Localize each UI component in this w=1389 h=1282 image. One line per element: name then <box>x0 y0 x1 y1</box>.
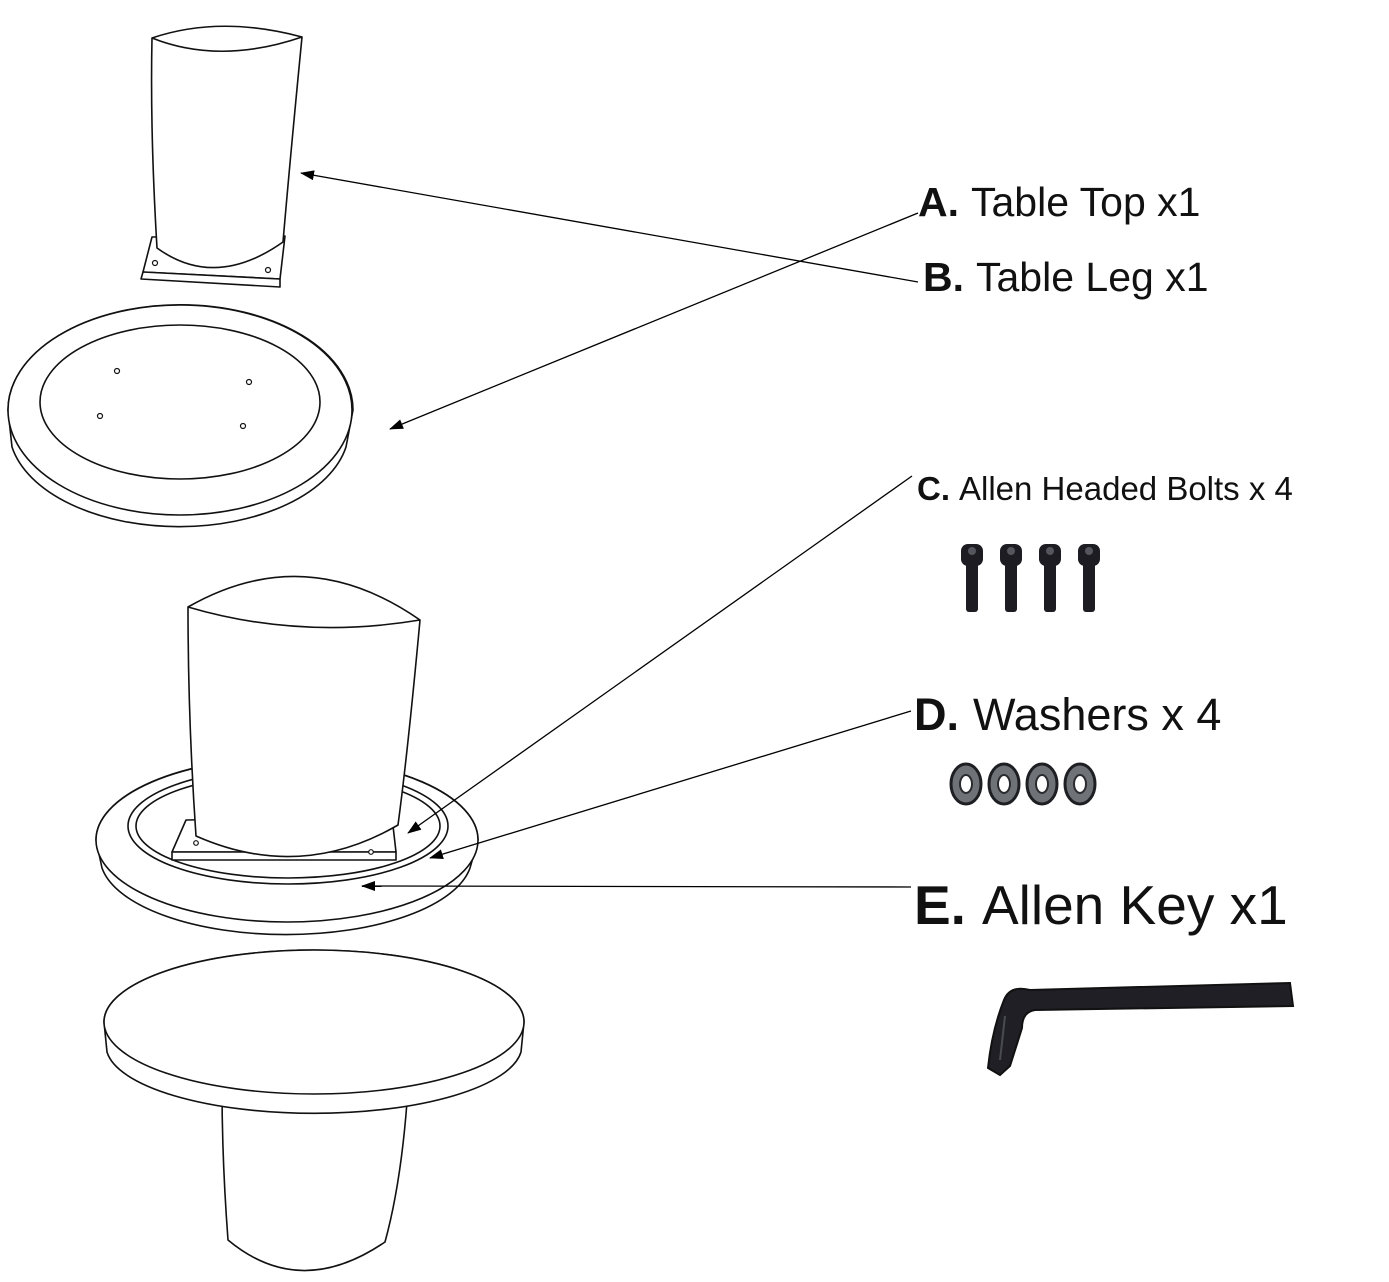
table-leg-drawing <box>140 25 303 288</box>
label-allen-key: E.Allen Key x1 <box>914 874 1288 936</box>
bolt-hole <box>239 422 247 430</box>
bolt-icon <box>1000 544 1022 612</box>
arrow-allen-key <box>361 881 912 892</box>
label-table-top: A.Table Top x1 <box>918 179 1200 225</box>
arrow-table-top <box>389 212 919 430</box>
table-top-drawing <box>7 303 354 528</box>
bolt-icon <box>1078 544 1100 612</box>
label-washers: D.Washers x 4 <box>914 689 1221 740</box>
bolt-icon <box>1039 544 1061 612</box>
arrow-bolts <box>407 475 913 834</box>
label-table-leg: B.Table Leg x1 <box>923 254 1209 300</box>
washer-icon <box>1063 762 1097 806</box>
washer-icon <box>987 762 1021 806</box>
arrow-table-leg <box>300 170 919 283</box>
washer-icon <box>1025 762 1059 806</box>
assembled-table-drawing <box>103 949 525 1272</box>
bolt-hole <box>96 412 104 420</box>
bolt-icon <box>961 544 983 612</box>
washer-group <box>949 762 1097 806</box>
assembled-leg-on-top-drawing <box>95 575 479 936</box>
arrow-washers <box>429 710 912 859</box>
bolt-hole <box>113 367 121 375</box>
bolt-hole <box>245 378 253 386</box>
bolt-group <box>961 544 1100 612</box>
allen-key-icon <box>986 981 1295 1077</box>
leader-lines <box>300 170 919 892</box>
washer-icon <box>949 762 983 806</box>
label-allen-bolts: C.Allen Headed Bolts x 4 <box>917 470 1293 507</box>
